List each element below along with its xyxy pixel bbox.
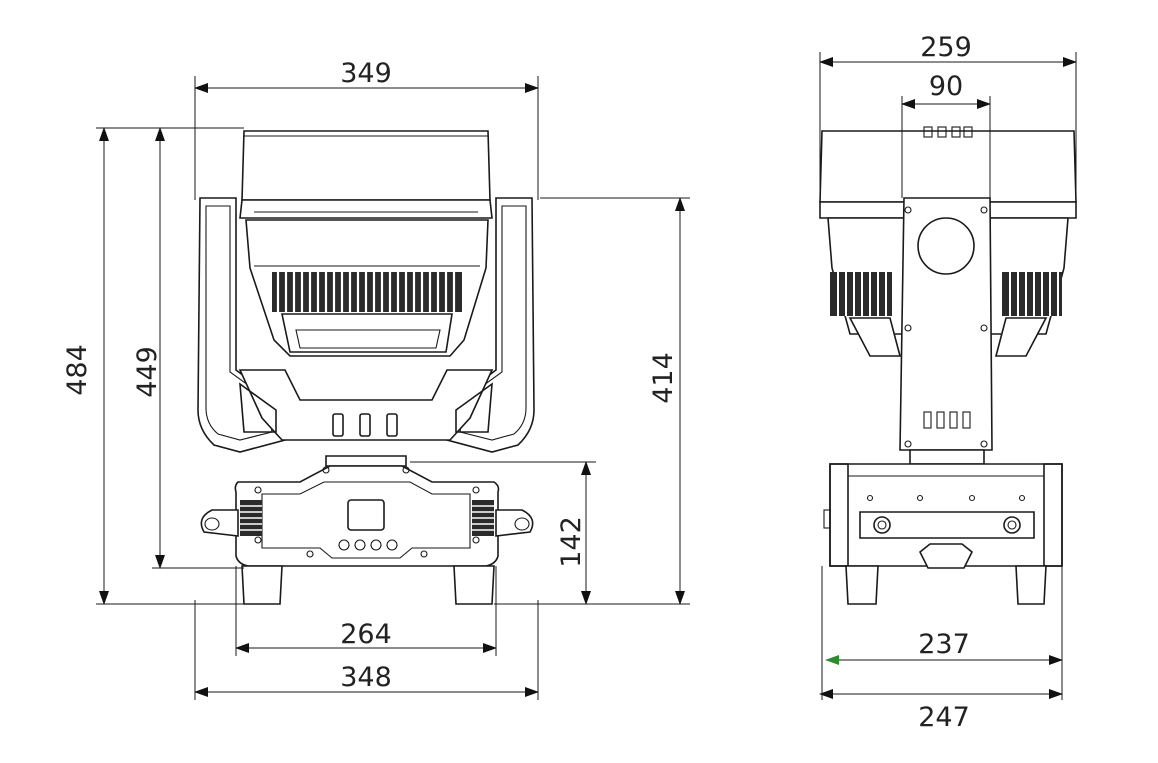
side-base (823, 463, 1063, 605)
side-top-tabs (923, 126, 973, 138)
dim-side-base-inner-width: 237 (918, 629, 970, 660)
side-heatsink-fins (830, 272, 1062, 316)
front-vent-slots (239, 382, 493, 437)
dim-front-total-height: 484 (62, 344, 93, 396)
front-base (200, 455, 534, 605)
front-head-body (238, 219, 494, 441)
dim-front-arm-height: 414 (648, 352, 679, 404)
side-yoke-arm (899, 197, 993, 465)
dim-front-base-foot-width: 264 (340, 619, 392, 650)
dim-front-top-width: 349 (340, 58, 392, 89)
dim-front-head-height: 449 (132, 346, 163, 398)
dim-side-head-width: 259 (920, 32, 972, 63)
front-heatsink-fins (272, 272, 462, 312)
side-view (819, 126, 1077, 605)
side-dimensions: 259 90 237 247 (819, 32, 1077, 733)
dim-front-base-height: 142 (556, 516, 587, 568)
dim-side-base-width: 247 (918, 702, 970, 733)
dim-front-base-width: 348 (340, 662, 392, 693)
front-base-grilles (240, 500, 494, 536)
front-dimensions: 349 484 449 414 142 264 348 (62, 58, 690, 700)
dim-side-yoke-width: 90 (929, 71, 963, 102)
front-head-cover (239, 130, 493, 219)
front-view (197, 130, 535, 605)
